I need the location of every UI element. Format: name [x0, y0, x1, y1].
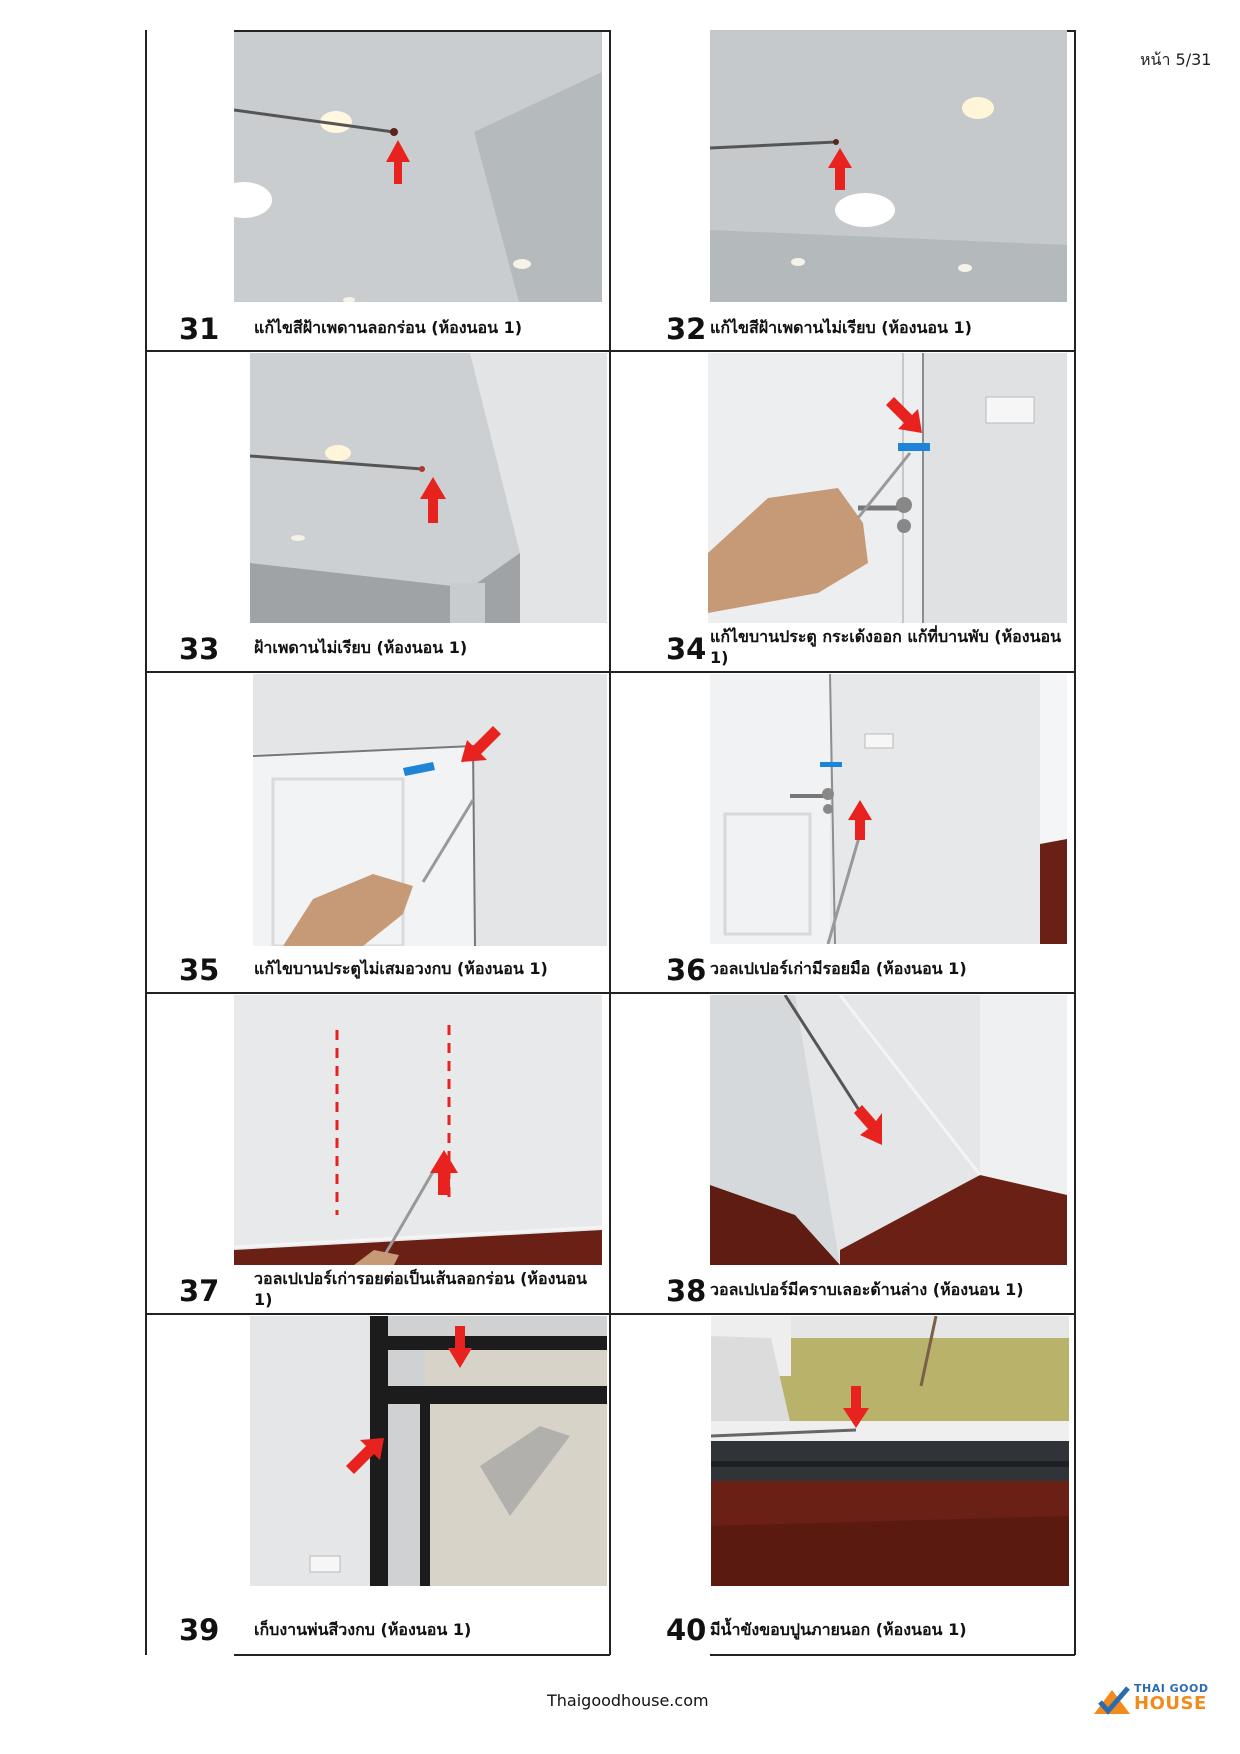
photo-36	[710, 674, 1067, 944]
inspection-photo-grid: 31 แก้ไขสีฝ้าเพดานลอกร่อน (ห้องนอน 1) 32…	[145, 30, 1076, 1656]
item-number: 33	[179, 632, 220, 666]
inspection-item-38: 38 วอลเปเปอร์มีคราบเลอะด้านล่าง (ห้องนอน…	[609, 992, 1074, 1313]
defect-arrow	[386, 140, 410, 184]
item-caption: แก้ไขบานประตู กระเด้งออก แก้ที่บานพับ (ห…	[710, 627, 1062, 667]
inspection-item-40: 40 มีน้ำขังขอบปูนภายนอก (ห้องนอน 1)	[609, 1313, 1074, 1654]
defect-arrow	[854, 1105, 882, 1145]
defect-arrow	[843, 1386, 869, 1428]
item-number: 35	[179, 953, 220, 987]
item-caption: เก็บงานพ่นสีวงกบ (ห้องนอน 1)	[254, 1620, 472, 1639]
photo-40	[711, 1316, 1069, 1586]
footer-website: Thaigoodhouse.com	[547, 1691, 709, 1710]
photo-33	[250, 353, 607, 623]
item-caption: ฝ้าเพดานไม่เรียบ (ห้องนอน 1)	[254, 638, 468, 657]
item-number: 38	[666, 1274, 707, 1308]
photo-34	[708, 353, 1067, 623]
inspection-item-33: 33 ฝ้าเพดานไม่เรียบ (ห้องนอน 1)	[145, 350, 609, 671]
defect-arrow	[346, 1438, 384, 1474]
item-caption: วอลเปเปอร์มีคราบเลอะด้านล่าง (ห้องนอน 1)	[710, 1280, 1024, 1299]
defect-arrow	[461, 726, 501, 762]
item-number: 36	[666, 953, 707, 987]
defect-arrow	[430, 1150, 458, 1195]
item-number: 37	[179, 1274, 220, 1308]
defect-arrow	[420, 477, 446, 523]
inspection-item-35: 35 แก้ไขบานประตูไม่เสมอวงกบ (ห้องนอน 1)	[145, 671, 609, 992]
defect-arrow	[448, 1326, 472, 1368]
defect-arrow	[848, 800, 872, 840]
photo-39	[250, 1316, 607, 1586]
inspection-item-39: 39 เก็บงานพ่นสีวงกบ (ห้องนอน 1)	[145, 1313, 609, 1654]
logo-text-bottom: HOUSE	[1134, 1693, 1207, 1714]
item-caption: แก้ไขสีฝ้าเพดานลอกร่อน (ห้องนอน 1)	[254, 318, 523, 337]
inspection-item-31: 31 แก้ไขสีฝ้าเพดานลอกร่อน (ห้องนอน 1)	[145, 30, 609, 350]
item-caption: วอลเปเปอร์เก่ารอยต่อเป็นเส้นลอกร่อน (ห้อ…	[254, 1269, 587, 1309]
item-number: 34	[666, 632, 707, 666]
item-number: 39	[179, 1613, 220, 1647]
item-number: 40	[666, 1613, 707, 1647]
inspection-item-36: 36 วอลเปเปอร์เก่ามีรอยมือ (ห้องนอน 1)	[609, 671, 1074, 992]
thai-good-house-logo: THAI GOOD HOUSE	[1092, 1682, 1212, 1716]
item-caption: แก้ไขบานประตูไม่เสมอวงกบ (ห้องนอน 1)	[254, 959, 548, 978]
photo-38	[710, 995, 1067, 1265]
defect-arrow	[886, 397, 922, 433]
house-check-icon	[1094, 1686, 1130, 1715]
item-number: 32	[666, 312, 707, 346]
photo-32	[710, 30, 1067, 302]
inspection-item-37: 37 วอลเปเปอร์เก่ารอยต่อเป็นเส้นลอกร่อน (…	[145, 992, 609, 1313]
inspection-item-34: 34 แก้ไขบานประตู กระเด้งออก แก้ที่บานพับ…	[609, 350, 1074, 671]
logo-text-top: THAI GOOD	[1134, 1682, 1209, 1695]
page-number: หน้า 5/31	[1140, 50, 1212, 69]
photo-37	[234, 995, 602, 1265]
item-caption: วอลเปเปอร์เก่ามีรอยมือ (ห้องนอน 1)	[710, 959, 967, 978]
item-caption: แก้ไขสีฝ้าเพดานไม่เรียบ (ห้องนอน 1)	[710, 318, 972, 337]
photo-31	[234, 32, 602, 302]
item-caption: มีน้ำขังขอบปูนภายนอก (ห้องนอน 1)	[710, 1620, 967, 1639]
inspection-item-32: 32 แก้ไขสีฝ้าเพดานไม่เรียบ (ห้องนอน 1)	[609, 30, 1074, 350]
defect-arrow	[828, 148, 852, 190]
item-number: 31	[179, 312, 220, 346]
photo-35	[253, 674, 607, 946]
